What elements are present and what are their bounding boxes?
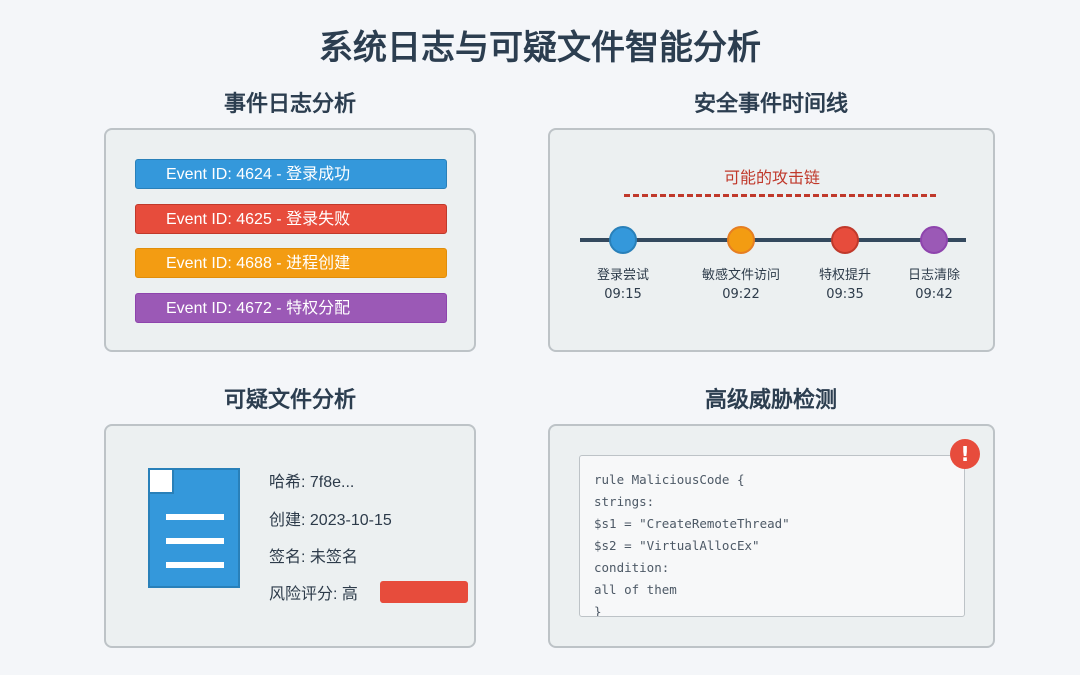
event-log-title: 事件日志分析 — [223, 92, 356, 117]
event-item-4624[interactable]: Event ID: 4624 - 登录成功 — [135, 159, 447, 189]
code-line: $s2 = "VirtualAllocEx" — [594, 538, 760, 553]
timeline-node-login[interactable] — [609, 226, 637, 254]
code-line: condition: — [594, 560, 670, 575]
event-log-panel: Event ID: 4624 - 登录成功 Event ID: 4625 - 登… — [104, 128, 476, 352]
timeline-time-login: 09:15 — [604, 287, 642, 302]
timeline-node-privilege[interactable] — [831, 226, 859, 254]
timeline-label-privilege: 特权提升 — [818, 268, 871, 283]
risk-level-bar — [380, 581, 468, 603]
file-hash: 哈希: 7f8e... — [269, 474, 355, 491]
document-corner — [150, 470, 174, 494]
timeline-label-login: 登录尝试 — [596, 268, 649, 283]
event-item-4672[interactable]: Event ID: 4672 - 特权分配 — [135, 293, 447, 323]
timeline-axis — [580, 238, 966, 242]
file-created-date: 创建: 2023-10-15 — [269, 512, 392, 529]
timeline-panel: 可能的攻击链 登录尝试 09:15 敏感文件访问 09:22 特权提升 09:3… — [548, 128, 995, 352]
document-icon — [148, 468, 240, 588]
code-line: $s1 = "CreateRemoteThread" — [594, 516, 790, 531]
timeline-title: 安全事件时间线 — [693, 92, 848, 117]
yara-rule-code-block[interactable]: rule MaliciousCode { strings: $s1 = "Cre… — [579, 455, 965, 617]
code-line: all of them — [594, 582, 677, 597]
timeline-time-file-access: 09:22 — [722, 287, 760, 302]
document-line — [166, 514, 224, 520]
timeline-time-privilege: 09:35 — [826, 287, 864, 302]
timeline-time-log-clear: 09:42 — [915, 287, 953, 302]
code-line: rule MaliciousCode { — [594, 472, 745, 487]
event-item-4688[interactable]: Event ID: 4688 - 进程创建 — [135, 248, 447, 278]
timeline-node-file-access[interactable] — [727, 226, 755, 254]
threat-detection-panel: rule MaliciousCode { strings: $s1 = "Cre… — [548, 424, 995, 648]
timeline-label-file-access: 敏感文件访问 — [701, 268, 780, 283]
file-risk-score: 风险评分: 高 — [269, 586, 358, 603]
event-item-4625[interactable]: Event ID: 4625 - 登录失败 — [135, 204, 447, 234]
suspicious-file-title: 可疑文件分析 — [223, 388, 356, 413]
timeline-label-log-clear: 日志清除 — [907, 268, 960, 283]
file-signature: 签名: 未签名 — [269, 549, 358, 566]
timeline-node-log-clear[interactable] — [920, 226, 948, 254]
page-title: 系统日志与可疑文件智能分析 — [319, 28, 761, 68]
threat-detection-title: 高级威胁检测 — [704, 388, 837, 413]
suspicious-file-panel: 哈希: 7f8e... 创建: 2023-10-15 签名: 未签名 风险评分:… — [104, 424, 476, 648]
alert-icon[interactable]: ! — [950, 439, 980, 469]
attack-chain-dashed-line — [624, 194, 936, 197]
document-line — [166, 562, 224, 568]
document-line — [166, 538, 224, 544]
attack-chain-label: 可能的攻击链 — [723, 168, 820, 187]
code-line: strings: — [594, 494, 655, 509]
code-line: } — [594, 604, 602, 617]
